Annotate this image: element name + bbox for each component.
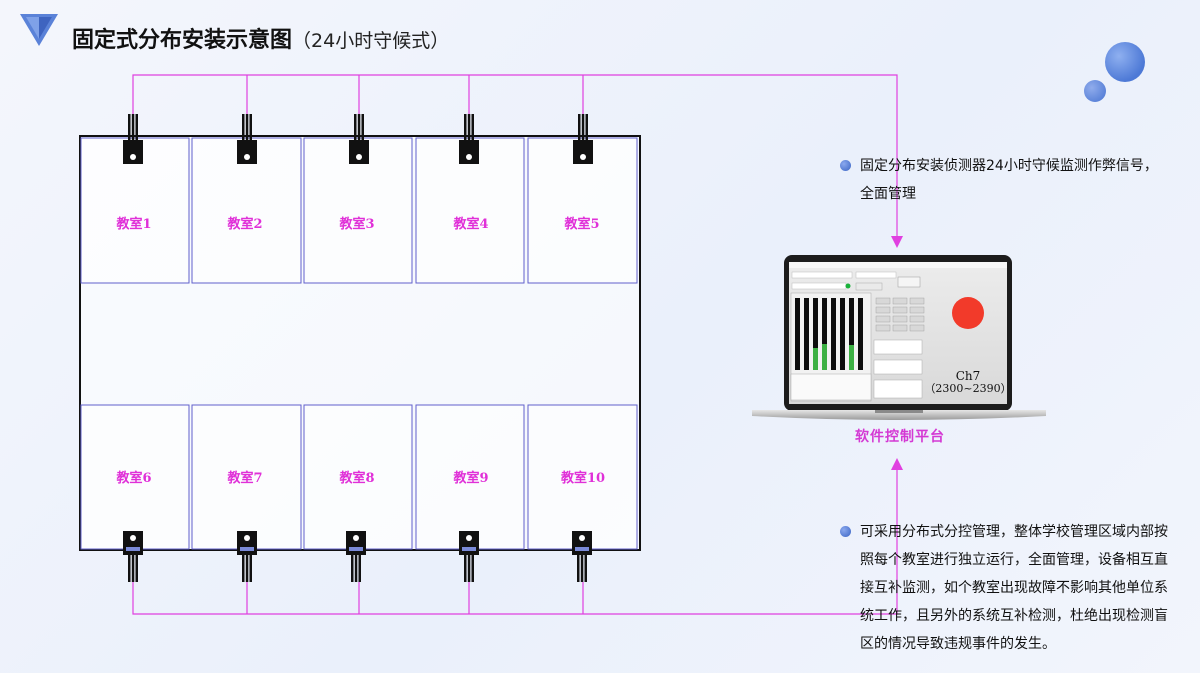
classroom-label: 教室3 <box>338 216 374 232</box>
detector-icon <box>459 531 479 582</box>
classroom-label: 教室1 <box>115 216 151 232</box>
classroom-label: 教室8 <box>338 470 374 486</box>
bullet-dot-icon <box>840 160 851 171</box>
classroom-label: 教室6 <box>115 470 151 486</box>
detector-icon <box>123 531 143 582</box>
bullet-dot-icon <box>840 526 851 537</box>
classroom-label: 教室5 <box>563 216 599 232</box>
classroom-label: 教室9 <box>452 470 488 486</box>
detector-icon <box>123 114 143 164</box>
triangle-logo-icon <box>20 14 58 46</box>
note-text: 可采用分布式分控管理，整体学校管理区域内部按照每个教室进行独立运行，全面管理，设… <box>860 524 1168 652</box>
detector-icon <box>573 114 593 164</box>
screen-channel: Ch7 <box>956 369 981 383</box>
detector-icon <box>349 114 369 164</box>
detector-icon <box>346 531 366 582</box>
arrow-down-icon <box>891 236 903 248</box>
screen-range: （2300~2390） <box>924 382 1011 395</box>
page-subtitle: （24小时守候式） <box>292 30 450 52</box>
page-title: 固定式分布安装示意图 <box>72 28 293 53</box>
classroom-label: 教室7 <box>226 470 262 486</box>
decor-circle-small <box>1084 80 1106 102</box>
decor-circle-large <box>1105 42 1145 82</box>
note-text: 固定分布安装侦测器24小时守候监测作弊信号，全面管理 <box>860 158 1158 202</box>
software-screen: Ch7 （2300~2390） <box>789 262 1012 402</box>
signal-wiring <box>132 74 898 615</box>
detector-icon <box>572 531 592 582</box>
alarm-indicator <box>952 297 984 329</box>
classroom-label: 教室2 <box>226 216 262 232</box>
note-item: 固定分布安装侦测器24小时守候监测作弊信号，全面管理 <box>840 152 1160 208</box>
page-title-group: 固定式分布安装示意图（24小时守候式） <box>72 22 449 54</box>
classroom-label: 教室10 <box>560 470 605 486</box>
laptop-icon: Ch7 （2300~2390） <box>752 255 1046 420</box>
arrow-up-icon <box>891 458 903 470</box>
detector-icon <box>237 531 257 582</box>
classroom-label: 教室4 <box>452 216 488 232</box>
note-item: 可采用分布式分控管理，整体学校管理区域内部按照每个教室进行独立运行，全面管理，设… <box>840 518 1180 658</box>
detector-icon <box>459 114 479 164</box>
detector-icon <box>237 114 257 164</box>
platform-label: 软件控制平台 <box>855 429 945 445</box>
classroom-row-bottom <box>80 404 638 550</box>
